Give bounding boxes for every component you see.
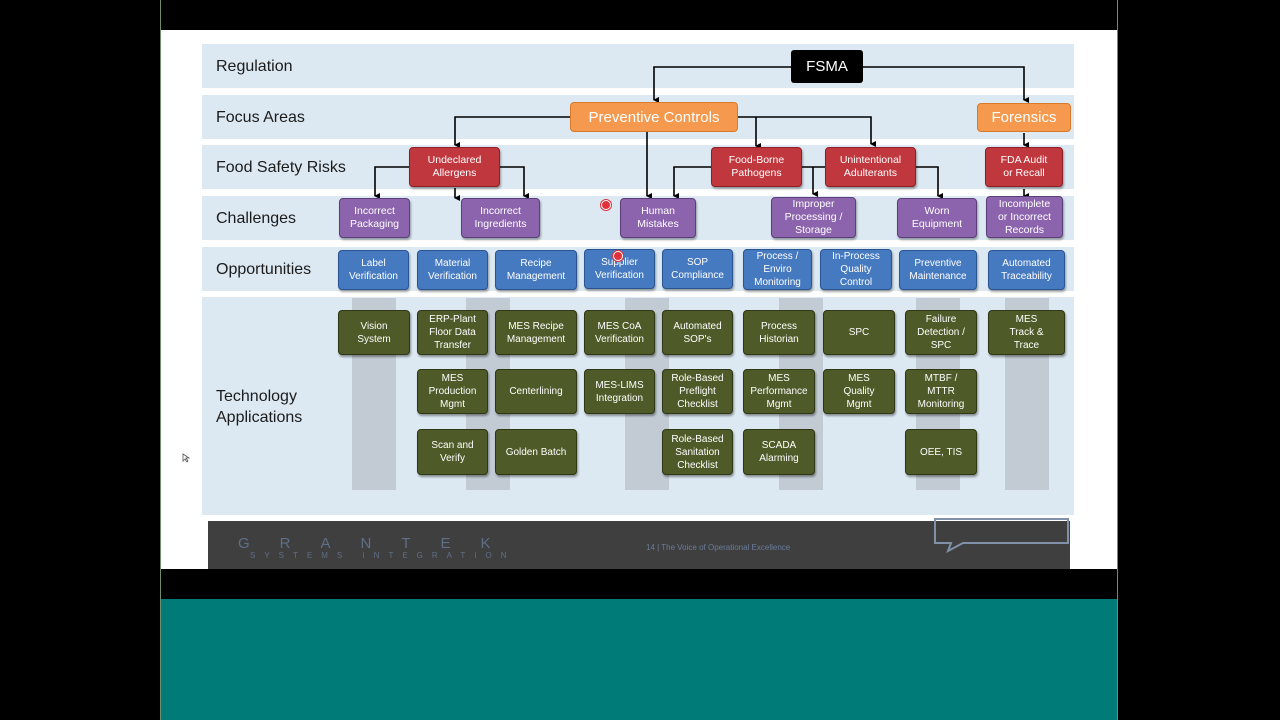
scan-verify-box[interactable]: Scan and Verify (417, 429, 488, 475)
mes-performance-box[interactable]: MES Performance Mgmt (743, 369, 815, 414)
row-label-focus-areas: Focus Areas (216, 109, 305, 126)
golden-batch-box[interactable]: Golden Batch (495, 429, 577, 475)
row-label-technology-applications: Technology Applications (216, 388, 303, 426)
erp-plant-box[interactable]: ERP-Plant Floor Data Transfer (417, 310, 488, 355)
page-number: 14 | The Voice of Operational Excellence (646, 543, 791, 552)
row-label-opportunities: Opportunities (216, 261, 312, 278)
oee-tis-box[interactable]: OEE, TIS (905, 429, 977, 475)
automated-sops-box[interactable]: Automated SOP's (662, 310, 733, 355)
role-preflight-box[interactable]: Role-Based Preflight Checklist (662, 369, 733, 414)
human-mistakes-box[interactable]: Human Mistakes (620, 198, 696, 238)
row-label-food-safety-risks: Food Safety Risks (216, 159, 346, 176)
preventive-controls-box[interactable]: Preventive Controls (570, 102, 738, 132)
fsma-box[interactable]: FSMA (791, 50, 863, 83)
unintentional-adulterants-box[interactable]: Unintentional Adulterants (825, 147, 916, 187)
mouse-pointer-icon (182, 453, 190, 463)
incorrect-ingredients-box[interactable]: Incorrect Ingredients (461, 198, 540, 238)
automated-traceability-box[interactable]: Automated Traceability (988, 250, 1065, 290)
incorrect-packaging-box[interactable]: Incorrect Packaging (339, 198, 410, 238)
forensics-box[interactable]: Forensics (977, 103, 1071, 132)
cursor-marker-icon (613, 251, 623, 261)
vision-system-box[interactable]: Vision System (338, 310, 410, 355)
mes-coa-box[interactable]: MES CoA Verification (584, 310, 655, 355)
mes-track-trace-box[interactable]: MES Track & Trace (988, 310, 1065, 355)
improper-processing-box[interactable]: Improper Processing / Storage (771, 197, 856, 238)
preventive-maintenance-box[interactable]: Preventive Maintenance (899, 250, 977, 290)
inprocess-quality-box[interactable]: In-Process Quality Control (820, 249, 892, 290)
failure-detection-box[interactable]: Failure Detection / SPC (905, 310, 977, 355)
material-verification-box[interactable]: Material Verification (417, 250, 488, 290)
band-regulation (202, 44, 1074, 88)
teal-panel (161, 599, 1117, 720)
recipe-management-box[interactable]: Recipe Management (495, 250, 577, 290)
centerlining-box[interactable]: Centerlining (495, 369, 577, 414)
mes-quality-box[interactable]: MES Quality Mgmt (823, 369, 895, 414)
slide-footer: GRANTEK SYSTEMS INTEGRATION 14 | The Voi… (208, 518, 1070, 569)
spc-box[interactable]: SPC (823, 310, 895, 355)
mes-recipe-box[interactable]: MES Recipe Management (495, 310, 577, 355)
cursor-marker-icon (601, 200, 611, 210)
brand-subtitle: SYSTEMS INTEGRATION (250, 551, 516, 560)
role-sanitation-box[interactable]: Role-Based Sanitation Checklist (662, 429, 733, 475)
process-monitoring-box[interactable]: Process / Enviro Monitoring (743, 249, 812, 290)
label-verification-box[interactable]: Label Verification (338, 250, 409, 290)
brand-logo: GRANTEK (238, 535, 521, 552)
worn-equipment-box[interactable]: Worn Equipment (897, 198, 977, 238)
incomplete-records-box[interactable]: Incomplete or Incorrect Records (986, 196, 1063, 238)
row-label-regulation: Regulation (216, 58, 293, 75)
mtbf-mttr-box[interactable]: MTBF / MTTR Monitoring (905, 369, 977, 414)
food-borne-pathogens-box[interactable]: Food-Borne Pathogens (711, 147, 802, 187)
scada-alarming-box[interactable]: SCADA Alarming (743, 429, 815, 475)
supplier-verification-box[interactable]: Supplier Verification (584, 249, 655, 289)
sop-compliance-box[interactable]: SOP Compliance (662, 249, 733, 289)
undeclared-allergens-box[interactable]: Undeclared Allergens (409, 147, 500, 187)
mes-production-box[interactable]: MES Production Mgmt (417, 369, 488, 414)
row-label-challenges: Challenges (216, 210, 297, 227)
speech-bubble-icon (934, 518, 1069, 554)
mes-lims-box[interactable]: MES-LIMS Integration (584, 369, 655, 414)
fda-audit-box[interactable]: FDA Audit or Recall (985, 147, 1063, 187)
process-historian-box[interactable]: Process Historian (743, 310, 815, 355)
